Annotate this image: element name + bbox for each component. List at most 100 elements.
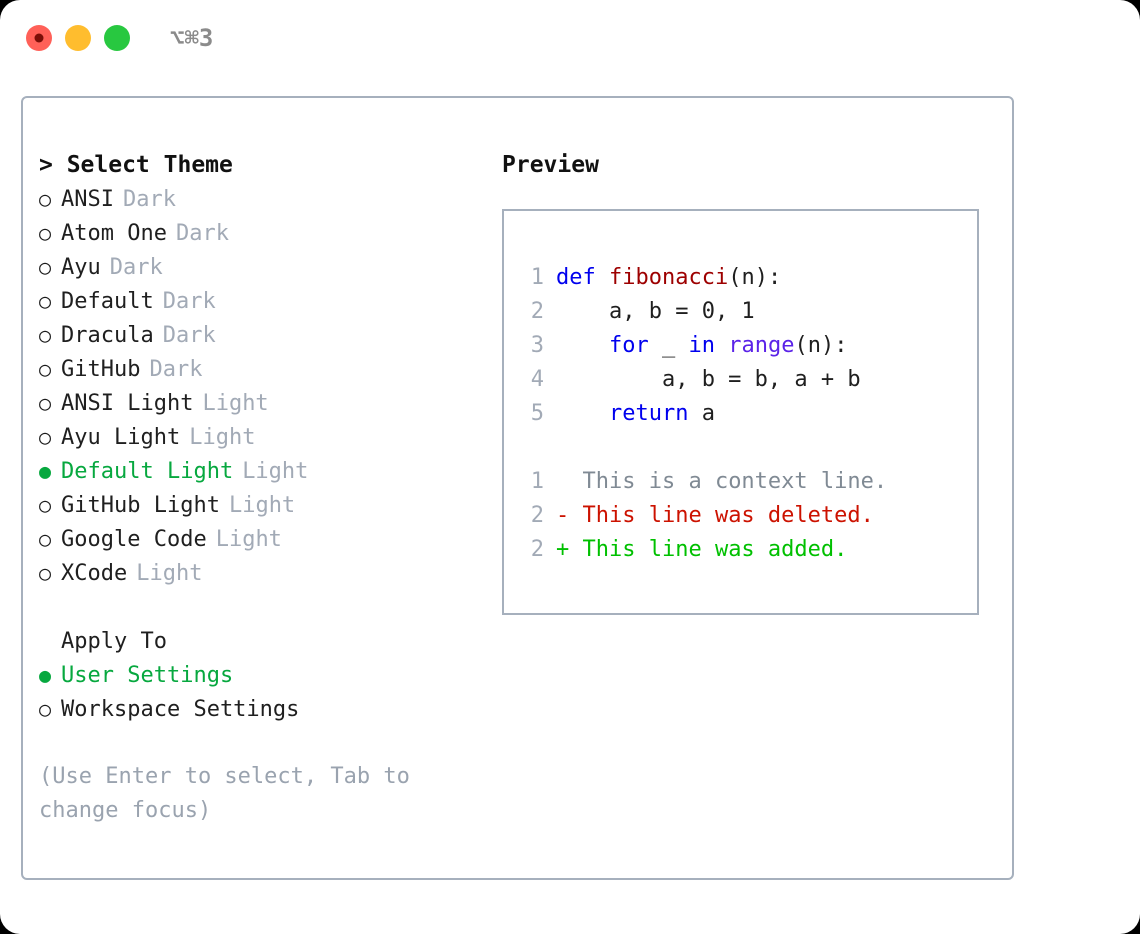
theme-category-tag: Dark [122, 187, 176, 212]
diff-line: 1 This is a context line. [522, 465, 977, 499]
line-number: 2 [530, 537, 544, 562]
code-token: range [728, 333, 795, 358]
radio-unselected-icon[interactable]: ○ [39, 527, 52, 551]
code-line: 4 a, b = b, a + b [522, 363, 977, 397]
code-token: a, b = 0, 1 [556, 299, 755, 324]
line-number: 1 [530, 265, 544, 290]
apply-to-header: ○ Apply To [39, 624, 479, 658]
radio-unselected-icon[interactable]: ○ [39, 561, 52, 585]
radio-unselected-icon[interactable]: ○ [39, 289, 52, 313]
title-bar: ⌥⌘3 [0, 0, 1140, 76]
apply-to-label: User Settings [61, 663, 234, 688]
theme-name: GitHub Light [61, 493, 220, 518]
code-token: a [688, 401, 715, 426]
apply-to-list: ● User Settings ○Workspace Settings [39, 658, 479, 726]
radio-unselected-icon[interactable]: ○ [39, 221, 52, 245]
theme-name: Default Light [61, 459, 234, 484]
window-controls [26, 25, 130, 51]
theme-category-tag: Light [215, 527, 282, 552]
theme-category-tag: Dark [175, 221, 229, 246]
radio-unselected-icon[interactable]: ○ [39, 425, 52, 449]
theme-name: Google Code [61, 527, 207, 552]
diff-sample: 1 This is a context line. 2- This line wa… [522, 465, 977, 567]
radio-unselected-icon[interactable]: ○ [39, 493, 52, 517]
code-token: fibonacci [608, 265, 729, 290]
radio-unselected-icon[interactable]: ○ [39, 187, 52, 211]
radio-selected-icon[interactable]: ● [39, 663, 52, 687]
code-token [715, 333, 728, 358]
theme-category-tag: Light [136, 561, 203, 586]
code-line-text: a, b = 0, 1 [556, 295, 755, 329]
line-number: 5 [530, 401, 544, 426]
line-number: 4 [530, 367, 544, 392]
theme-category-tag: Light [202, 391, 269, 416]
theme-name: GitHub [61, 357, 141, 382]
theme-category-tag: Dark [109, 255, 163, 280]
theme-list-item[interactable]: ○ Google Code Light [39, 522, 479, 556]
theme-list-item[interactable]: ○ ANSI Light Light [39, 386, 479, 420]
diff-line: 2 + This line was added. [522, 533, 977, 567]
radio-selected-icon[interactable]: ● [39, 459, 52, 483]
diff-marker: - [556, 503, 570, 528]
diff-marker: + [556, 537, 570, 562]
code-token: for [608, 333, 649, 358]
theme-name: ANSI Light [61, 391, 194, 416]
code-line: 1 def fibonacci(n): [522, 261, 977, 295]
diff-text: This is a context line. [569, 469, 888, 494]
code-diff-spacer [522, 431, 977, 465]
code-token: _ [648, 333, 689, 358]
radio-unselected-icon[interactable]: ○ [39, 357, 52, 381]
keyboard-hint: (Use Enter to select, Tab to change focu… [39, 764, 410, 823]
code-token [556, 333, 609, 358]
radio-unselected-icon[interactable]: ○ [39, 255, 52, 279]
theme-list-item[interactable]: ○ Dracula Dark [39, 318, 479, 352]
close-button[interactable] [26, 25, 52, 51]
code-token: a, b = b, a + b [556, 367, 861, 392]
theme-category-tag: Dark [149, 357, 203, 382]
theme-category-tag: Dark [162, 323, 216, 348]
theme-list-item[interactable]: ○ Atom One Dark [39, 216, 479, 250]
diff-marker [556, 465, 569, 499]
line-number: 3 [530, 333, 544, 358]
apply-to-header-bullet-placeholder: ○ [39, 624, 61, 658]
theme-name: Default [61, 289, 154, 314]
apply-to-item[interactable]: ● User Settings [39, 658, 479, 692]
code-token: (n): [794, 333, 848, 358]
preview-title: Preview [502, 152, 599, 178]
radio-unselected-icon[interactable]: ○ [39, 391, 52, 415]
theme-name: Dracula [61, 323, 154, 348]
line-number: 1 [530, 469, 544, 494]
radio-unselected-icon[interactable]: ○ [39, 697, 52, 721]
theme-name: Atom One [61, 221, 167, 246]
radio-unselected-icon[interactable]: ○ [39, 323, 52, 347]
diff-text: This line was added. [569, 537, 848, 562]
code-token: return [608, 401, 689, 426]
theme-list-item[interactable]: ○ Default Dark [39, 284, 479, 318]
minimize-button[interactable] [65, 25, 91, 51]
close-icon [34, 33, 44, 43]
apply-to-header-label: Apply To [61, 629, 167, 654]
line-number: 2 [530, 503, 544, 528]
code-token: def [556, 265, 609, 290]
code-line: 2 a, b = 0, 1 [522, 295, 977, 329]
theme-category-tag: Light [189, 425, 256, 450]
code-line-text: return a [556, 397, 715, 431]
code-line: 3 for _ in range(n): [522, 329, 977, 363]
apply-to-item[interactable]: ○Workspace Settings [39, 692, 479, 726]
maximize-button[interactable] [104, 25, 130, 51]
theme-list-item[interactable]: ○ GitHub Dark [39, 352, 479, 386]
theme-category-tag: Dark [162, 289, 216, 314]
code-token: (n): [728, 265, 782, 290]
keyboard-shortcut-label: ⌥⌘3 [170, 24, 214, 52]
